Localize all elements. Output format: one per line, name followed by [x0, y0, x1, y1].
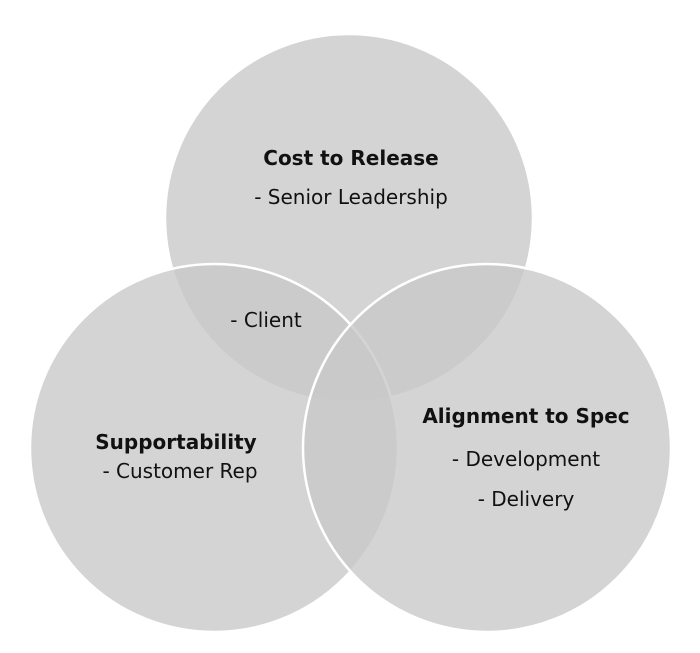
set-title-cost-to-release: Cost to Release — [263, 146, 438, 170]
set-member-senior-leadership: - Senior Leadership — [254, 185, 448, 209]
circle-alignment-to-spec — [301, 262, 673, 634]
set-title-alignment-to-spec: Alignment to Spec — [422, 404, 629, 428]
intersection-member-client: - Client — [230, 308, 302, 332]
set-title-supportability: Supportability — [95, 430, 256, 454]
set-member-delivery: - Delivery — [478, 487, 575, 511]
set-member-development: - Development — [452, 447, 600, 471]
set-member-customer-rep: - Customer Rep — [102, 459, 257, 483]
